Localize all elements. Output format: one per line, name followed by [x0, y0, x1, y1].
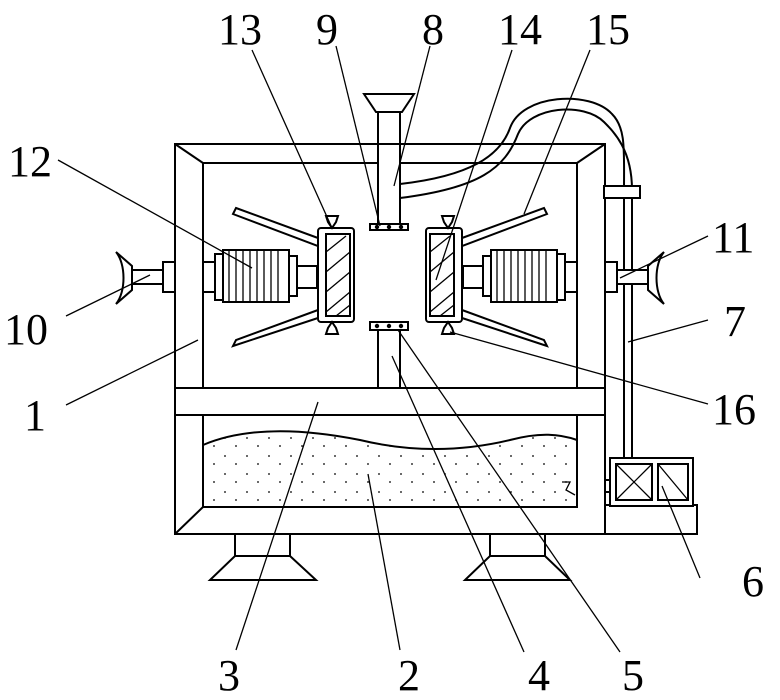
liquid — [203, 431, 577, 507]
foot-left — [210, 534, 316, 580]
left-nozzle — [116, 252, 175, 304]
pump — [605, 458, 697, 534]
label-10: 10 — [4, 305, 48, 354]
label-15: 15 — [586, 5, 630, 54]
label-5: 5 — [622, 651, 644, 700]
label-1: 1 — [24, 391, 46, 440]
label-6: 6 — [742, 557, 764, 606]
left-disk — [318, 216, 354, 334]
label-2: 2 — [398, 651, 420, 700]
label-16: 16 — [712, 385, 756, 434]
label-9: 9 — [316, 5, 338, 54]
label-7: 7 — [724, 297, 746, 346]
label-11: 11 — [712, 213, 754, 262]
right-disk — [426, 216, 462, 334]
filter-plate — [175, 388, 605, 415]
label-12: 12 — [8, 137, 52, 186]
right-nozzle — [605, 252, 664, 304]
label-3: 3 — [218, 651, 240, 700]
label-4: 4 — [528, 651, 550, 700]
left-motor — [203, 250, 317, 302]
right-motor — [463, 250, 577, 302]
label-8: 8 — [422, 5, 444, 54]
label-13: 13 — [218, 5, 262, 54]
label-14: 14 — [498, 5, 542, 54]
